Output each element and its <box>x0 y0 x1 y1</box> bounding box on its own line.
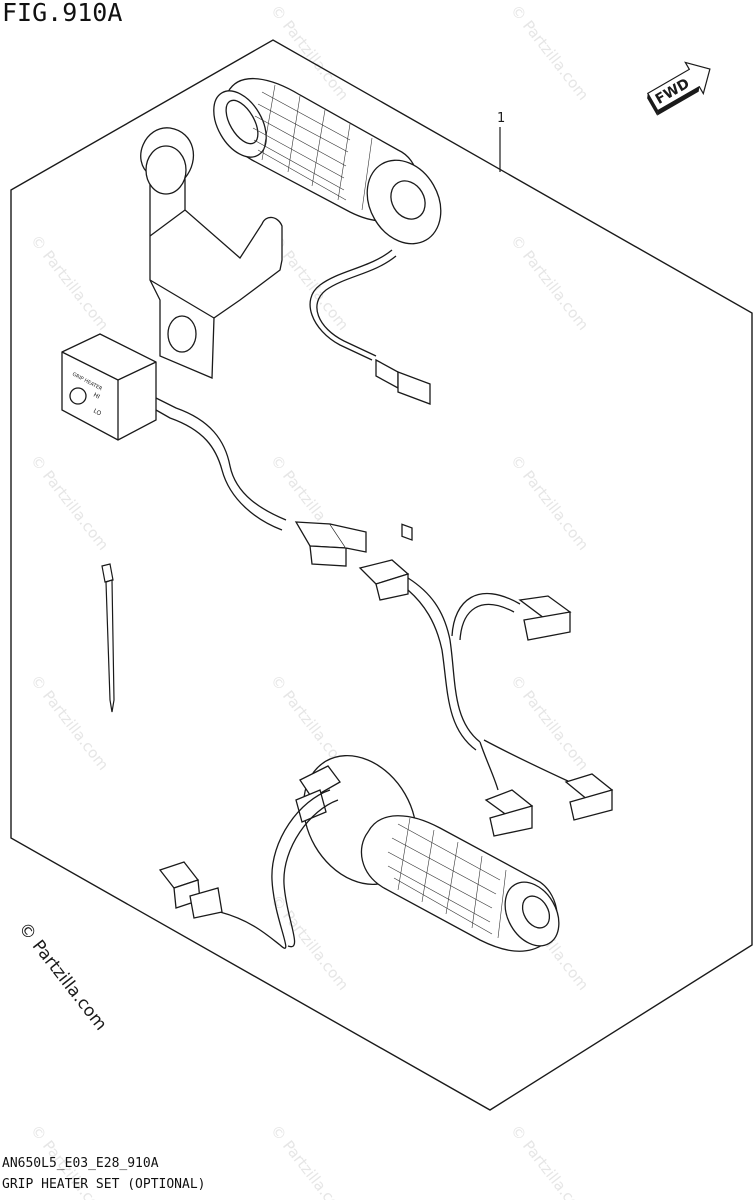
watermark-tile: © Partzilla.com <box>507 451 592 553</box>
cable-tie <box>101 563 115 713</box>
upper-grip-connector <box>375 358 431 541</box>
mounting-bracket <box>140 127 283 379</box>
figure-caption: GRIP HEATER SET (OPTIONAL) <box>2 1177 206 1192</box>
grip-heater-switch: GRIP HEATER HI LO <box>61 333 367 567</box>
watermark-tile: © Partzilla.com <box>267 1121 352 1200</box>
watermark-tile: © Partzilla.com <box>507 231 592 333</box>
switch-connector <box>294 521 367 567</box>
watermark-tile: © Partzilla.com <box>27 451 112 553</box>
switch-lo-label: LO <box>92 408 102 418</box>
harness-branch-connector-b <box>484 789 534 837</box>
lower-heated-grip <box>158 754 560 952</box>
figure-title: FIG.910A <box>2 0 123 27</box>
switch-hi-label: HI <box>92 392 101 401</box>
watermark-tile: © Partzilla.com <box>267 891 352 993</box>
lower-grip-connector <box>158 861 223 919</box>
watermark-tile: © Partzilla.com <box>27 671 112 773</box>
harness-input-connector <box>358 559 410 601</box>
figure-code: AN650L5_E03_E28_910A <box>2 1156 159 1171</box>
partzilla-watermark: © Partzilla.com <box>14 919 111 1035</box>
watermark-tile: © Partzilla.com <box>507 1121 592 1200</box>
fwd-direction-badge: FWD <box>646 61 711 116</box>
kit-outline <box>10 39 753 1111</box>
callout-number-1: 1 <box>497 111 505 126</box>
wiring-harness <box>358 559 614 837</box>
watermark-tile: © Partzilla.com <box>27 231 112 333</box>
watermark-tile: © Partzilla.com <box>507 1 592 103</box>
harness-branch-connector-a <box>518 595 572 641</box>
lower-grip-texture <box>387 817 507 939</box>
upper-grip-texture <box>252 84 373 211</box>
upper-heated-grip <box>213 78 442 541</box>
harness-branch-connector-c <box>564 773 614 821</box>
